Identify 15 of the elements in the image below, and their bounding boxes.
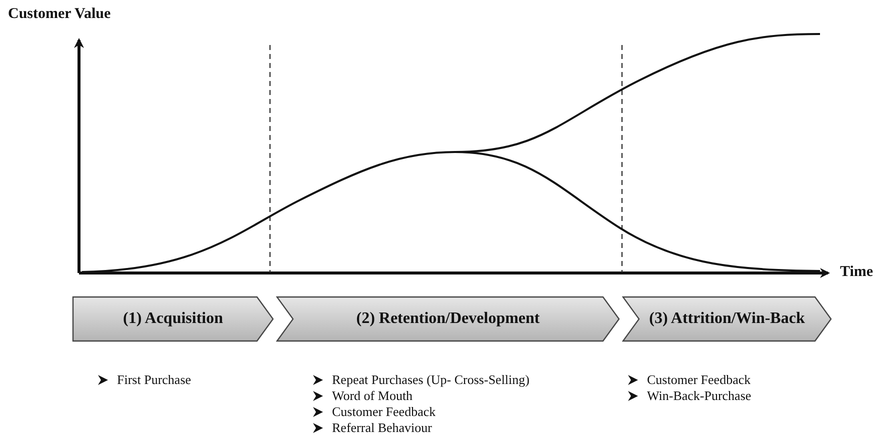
list-item: Win-Back-Purchase (647, 388, 752, 404)
list-item: Word of Mouth (332, 388, 413, 404)
axis-label: Customer Value (8, 6, 111, 23)
phase-label: (1) Acquisition (122, 310, 224, 328)
list-item: Customer Feedback (332, 404, 436, 420)
list-item: Repeat Purchases (Up- Cross-Selling) (332, 372, 530, 388)
axis-label: Time (840, 264, 874, 281)
phase-band (276, 296, 620, 342)
phase-label: (2) Retention/Development (355, 310, 541, 328)
list-item: Referral Behaviour (332, 420, 432, 436)
list-item: First Purchase (117, 372, 192, 388)
phase-label: (3) Attrition/Win-Back (648, 310, 806, 328)
phase-band (72, 296, 274, 342)
list-item: Customer Feedback (647, 372, 751, 388)
phase-band (622, 296, 832, 342)
